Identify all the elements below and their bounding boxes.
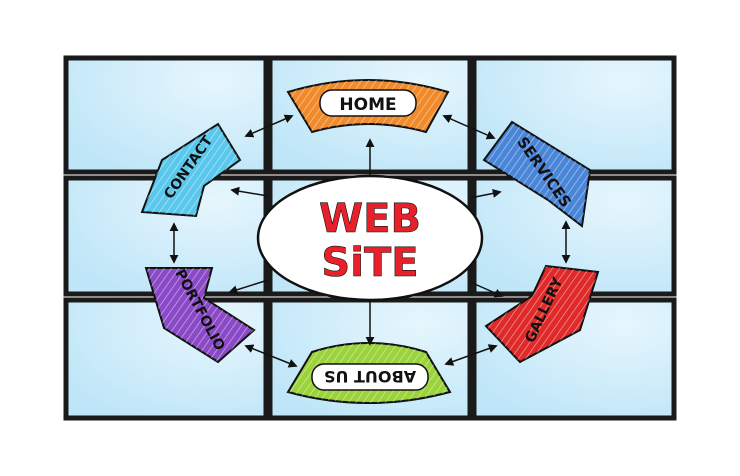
arrow-icon	[469, 281, 504, 298]
double-arrow-icon	[244, 114, 294, 138]
double-arrow-icon	[444, 344, 498, 366]
arrow-icon	[469, 188, 502, 199]
gallery-segment: GALLERY	[484, 264, 600, 364]
screen-top-left	[63, 55, 269, 175]
center-title-line1: WEB	[319, 196, 421, 242]
services-segment: SERVICES	[482, 120, 592, 228]
connector-arrows	[169, 114, 571, 368]
center-title-line2: SiTE	[321, 240, 418, 286]
arrow-icon	[230, 186, 269, 197]
home-label: HOME	[339, 95, 396, 115]
center-hub: WEB SiTE	[256, 174, 484, 302]
double-arrow-icon	[244, 344, 298, 368]
double-arrow-icon	[442, 114, 496, 140]
arrow-icon	[228, 279, 269, 295]
about-us-label: ABOUT US	[324, 367, 416, 386]
home-segment: HOME	[286, 79, 450, 134]
about-us-segment: ABOUT US	[286, 342, 452, 404]
portfolio-segment: PORTFOLIO	[144, 267, 256, 364]
